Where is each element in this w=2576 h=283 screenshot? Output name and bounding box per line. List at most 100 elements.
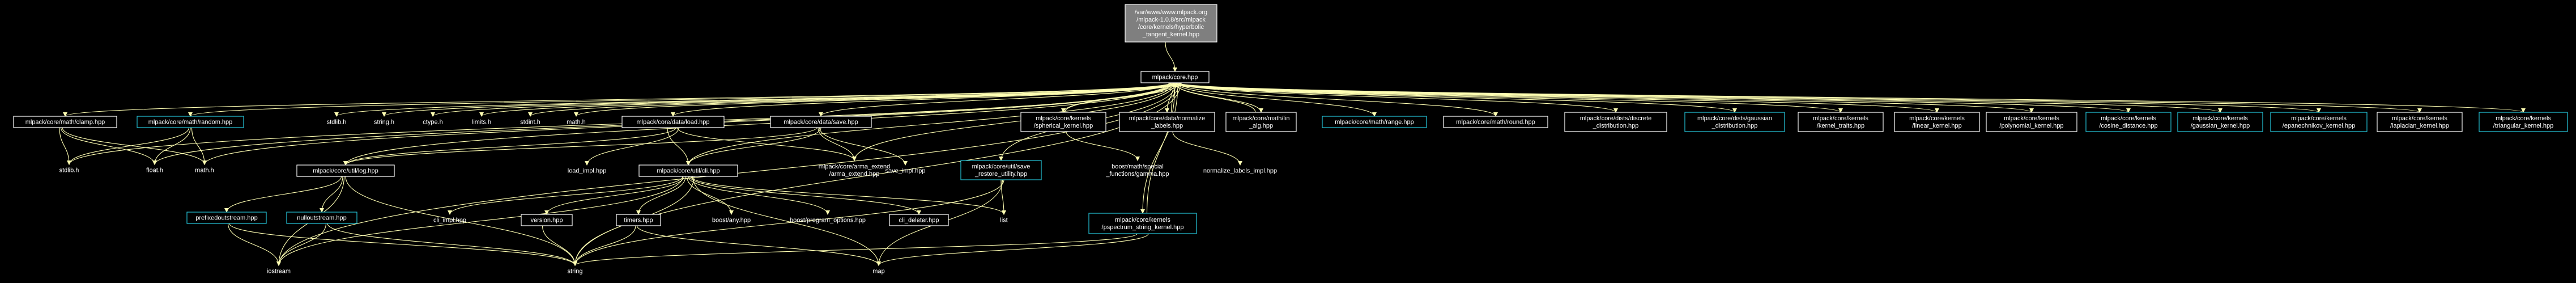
edge-save-restore-to-list — [1000, 179, 1006, 215]
node-label: /mlpack-1.0.8/src/mlpack — [1136, 16, 1206, 23]
edge-save-restore-to-string — [573, 179, 1004, 266]
node-stdlib-h: stdlib.h — [59, 167, 79, 174]
edge-cli-to-iostream — [276, 176, 683, 266]
node-box — [137, 116, 244, 128]
node-label: /arma_extend.hpp — [829, 171, 880, 178]
node-round[interactable]: mlpack/core/math/round.hpp — [1443, 116, 1548, 128]
node-label: mlpack/core/kernels — [2101, 115, 2156, 122]
node-box — [770, 116, 872, 128]
node-range[interactable]: mlpack/core/math/range.hpp — [1322, 116, 1427, 128]
node-core[interactable]: mlpack/core.hpp — [1140, 71, 1210, 83]
node-clamp[interactable]: mlpack/core/math/clamp.hpp — [13, 116, 117, 128]
node-epan[interactable]: mlpack/core/kernels/epanechnikov_kernel.… — [2270, 112, 2368, 132]
node-root[interactable]: /var/www/www.mlpack.org/mlpack-1.0.8/src… — [1125, 4, 1217, 43]
node-box — [1986, 112, 2077, 132]
node-timers[interactable]: timers.hpp — [616, 214, 661, 226]
edge-nulloutstream-to-iostream — [276, 223, 327, 266]
edge-clamp-to-stdlib-h — [59, 127, 71, 165]
edge-core-to-pspectrum — [1140, 82, 1178, 214]
node-map: map — [872, 268, 884, 275]
node-label: mlpack/core.hpp — [1152, 74, 1198, 81]
node-label: _tangent_kernel.hpp — [1142, 31, 1199, 38]
node-laplacian[interactable]: mlpack/core/kernels/laplacian_kernel.hpp — [2377, 112, 2463, 132]
node-nulloutstream[interactable]: nulloutstream.hpp — [286, 212, 357, 224]
node-load[interactable]: mlpack/core/data/load.hpp — [621, 116, 725, 128]
node-cli[interactable]: mlpack/core/util/cli.hpp — [638, 164, 738, 177]
edge-spherical-to-core — [1064, 82, 1177, 113]
node-kernel-traits[interactable]: mlpack/core/kernels/kernel_traits.hpp — [1798, 112, 1884, 132]
node-spherical[interactable]: mlpack/core/kernels/spherical_kernel.hpp — [1020, 112, 1106, 132]
node-label: /kernel_traits.hpp — [1817, 123, 1864, 129]
node-list: list — [1000, 217, 1007, 224]
node-label: mlpack/core/kernels — [1036, 115, 1091, 122]
edge-core-to-linear — [1170, 82, 1939, 113]
node-label: mlpack/core/kernels — [1813, 115, 1868, 122]
edge-prefixed-to-string — [229, 223, 577, 266]
node-box — [1322, 116, 1427, 128]
node-box — [2270, 112, 2368, 132]
node-log[interactable]: mlpack/core/util/log.hpp — [296, 164, 395, 177]
node-label: normalize_labels_impl.hpp — [1203, 168, 1277, 175]
edge-cli-to-cli-impl — [448, 176, 683, 215]
node-label: mlpack/core/math/clamp.hpp — [25, 119, 105, 126]
node-label: mlpack/core/math/range.hpp — [1335, 119, 1413, 126]
edge-cli-to-timers — [636, 176, 686, 215]
node-save-impl: save_impl.hpp — [885, 168, 926, 175]
node-stdlib: stdlib.h — [327, 119, 347, 126]
node-gaussian-dist[interactable]: mlpack/core/dists/gaussian_distribution.… — [1684, 112, 1785, 132]
node-box — [616, 214, 661, 226]
node-label: /epanechnikov_kernel.hpp — [2283, 123, 2355, 129]
node-label: _distribution.hpp — [1593, 123, 1639, 129]
node-cosine[interactable]: mlpack/core/kernels/cosine_distance.hpp — [2085, 112, 2171, 132]
edge-log-to-nulloutstream — [320, 176, 343, 213]
node-box — [889, 214, 949, 226]
node-label: mlpack/core/data/save.hpp — [784, 119, 858, 126]
node-box — [1140, 71, 1210, 83]
node-label: mlpack/core/math/lin — [1233, 115, 1290, 122]
node-normalize[interactable]: mlpack/core/data/normalize_labels.hpp — [1119, 112, 1215, 132]
node-version[interactable]: version.hpp — [521, 214, 573, 226]
node-iostream: iostream — [267, 268, 291, 275]
node-label: mlpack/core/data/load.hpp — [636, 119, 709, 126]
node-save-restore[interactable]: mlpack/core/util/save_restore_utility.hp… — [960, 160, 1042, 180]
node-lin-alg[interactable]: mlpack/core/math/lin_alg.hpp — [1225, 112, 1297, 132]
node-box — [638, 164, 738, 177]
node-box — [1088, 213, 1197, 234]
node-discrete[interactable]: mlpack/core/dists/discrete_distribution.… — [1564, 112, 1667, 132]
node-label: cli_impl.hpp — [433, 217, 466, 224]
node-label: /triangular_kernel.hpp — [2493, 123, 2553, 129]
node-label: mlpack/core/util/cli.hpp — [657, 168, 719, 175]
node-triangular[interactable]: mlpack/core/kernels/triangular_kernel.hp… — [2479, 112, 2568, 132]
node-label: mlpack/core/kernels — [2496, 115, 2551, 122]
node-prefixed[interactable]: prefixedoutstream.hpp — [186, 212, 267, 224]
edge-cli-to-boost-po — [688, 176, 830, 215]
node-gaussian-k[interactable]: mlpack/core/kernels/gaussian_kernel.hpp — [2177, 112, 2263, 132]
node-box — [186, 212, 267, 224]
edge-save-to-cli — [686, 127, 821, 166]
edge-prefixed-to-iostream — [227, 223, 281, 266]
node-label: mlpack/core/kernels — [1115, 217, 1170, 223]
node-label: float.h — [146, 167, 163, 174]
node-box — [2177, 112, 2263, 132]
node-label: ctype.h — [423, 119, 442, 126]
node-polynomial[interactable]: mlpack/core/kernels/polynomial_kernel.hp… — [1986, 112, 2077, 132]
node-box — [2085, 112, 2171, 132]
node-label: /cosine_distance.hpp — [2099, 123, 2157, 129]
node-box — [1119, 112, 1215, 132]
node-random[interactable]: mlpack/core/math/random.hpp — [137, 116, 244, 128]
node-label: stdlib.h — [327, 119, 347, 126]
node-pspectrum[interactable]: mlpack/core/kernels/pspectrum_string_ker… — [1088, 213, 1197, 234]
node-linear[interactable]: mlpack/core/kernels/linear_kernel.hpp — [1894, 112, 1980, 132]
node-label: mlpack/core/kernels — [2192, 115, 2248, 122]
node-save[interactable]: mlpack/core/data/save.hpp — [770, 116, 872, 128]
edge-cli-to-version — [544, 176, 685, 215]
node-label: _distribution.hpp — [1711, 123, 1758, 129]
edges-layer — [59, 41, 2526, 266]
edge-core-to-clamp — [63, 82, 1172, 117]
edge-core-to-save — [819, 82, 1172, 117]
node-math-h: math.h — [567, 119, 586, 126]
node-cli-deleter[interactable]: cli_deleter.hpp — [889, 214, 949, 226]
edge-core-to-cosine — [1173, 82, 2131, 113]
edge-core-to-gaussian-k — [1174, 82, 2222, 113]
node-box — [1798, 112, 1884, 132]
